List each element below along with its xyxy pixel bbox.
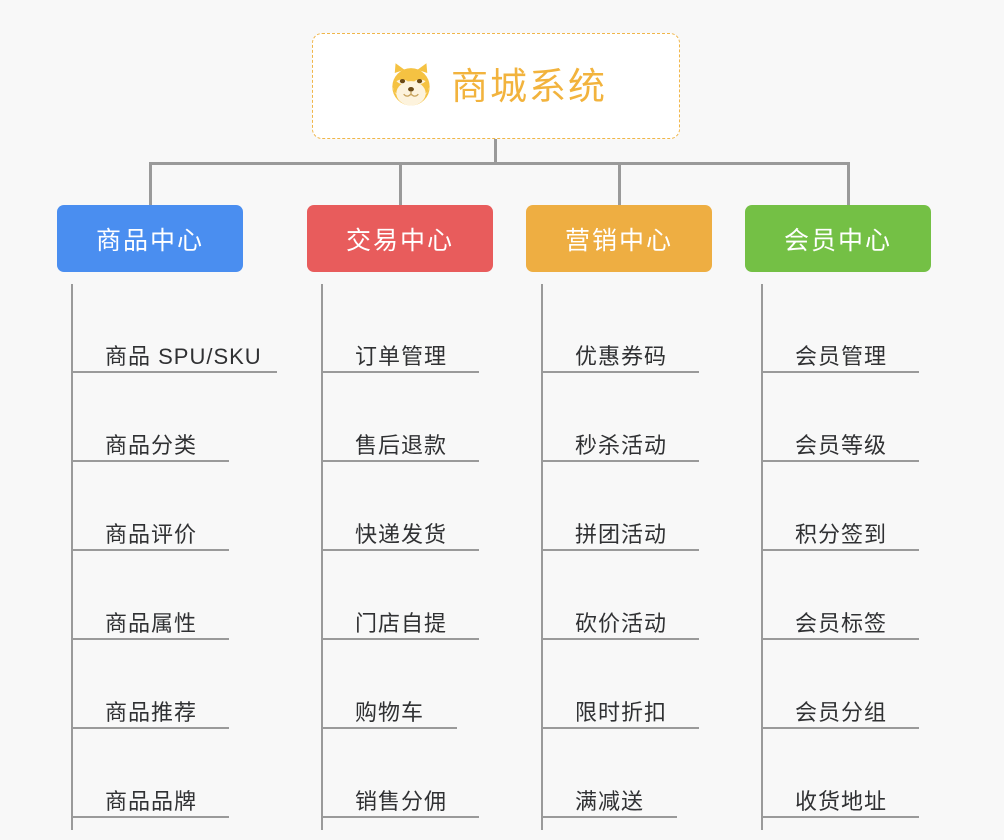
category-label-1: 交易中心: [345, 226, 454, 255]
category-node-3[interactable]: 会员中心: [745, 205, 931, 272]
sub-item[interactable]: 收货地址: [763, 729, 919, 818]
sub-item-label: 限时折扣: [575, 700, 668, 725]
sub-item-label: 商品分类: [105, 433, 198, 458]
sub-item-label: 商品 SPU/SKU: [105, 344, 262, 369]
sub-item[interactable]: 快递发货: [323, 462, 479, 551]
sub-item[interactable]: 砍价活动: [543, 551, 699, 640]
shiba-dog-face-icon: [392, 63, 430, 106]
column-spine-1: [321, 284, 323, 830]
sub-item-label: 订单管理: [355, 344, 448, 369]
sub-item-label: 拼团活动: [575, 522, 668, 547]
sub-item[interactable]: 满减送: [543, 729, 677, 818]
column-spine-3: [761, 284, 763, 830]
sub-item-label: 优惠券码: [575, 344, 668, 369]
sub-item[interactable]: 会员管理: [763, 284, 919, 373]
sub-item-label: 商品评价: [105, 522, 198, 547]
sub-item[interactable]: 购物车: [323, 640, 457, 729]
sub-item[interactable]: 商品评价: [73, 462, 229, 551]
sub-item-label: 积分签到: [795, 522, 888, 547]
sub-item[interactable]: 售后退款: [323, 373, 479, 462]
category-label-2: 营销中心: [564, 226, 673, 255]
sub-item-label: 秒杀活动: [575, 433, 668, 458]
connector-drop-3: [618, 162, 621, 207]
connector-drop-2: [399, 162, 402, 207]
sub-item-label: 销售分佣: [355, 789, 448, 814]
sub-item[interactable]: 订单管理: [323, 284, 479, 373]
sub-item-label: 满减送: [575, 789, 645, 814]
category-label-0: 商品中心: [95, 226, 204, 255]
column-spine-0: [71, 284, 73, 830]
sub-item[interactable]: 限时折扣: [543, 640, 699, 729]
sub-item[interactable]: 拼团活动: [543, 462, 699, 551]
sub-item-label: 会员等级: [795, 433, 888, 458]
sub-item-label: 售后退款: [355, 433, 448, 458]
sub-item-label: 商品推荐: [105, 700, 198, 725]
sub-item[interactable]: 积分签到: [763, 462, 919, 551]
sub-item[interactable]: 商品推荐: [73, 640, 229, 729]
connector-horizontal-bus: [149, 162, 849, 165]
sub-item[interactable]: 优惠券码: [543, 284, 699, 373]
sub-item-label: 会员管理: [795, 344, 888, 369]
sub-item[interactable]: 门店自提: [323, 551, 479, 640]
sub-item-label: 砍价活动: [575, 611, 668, 636]
sub-item[interactable]: 会员标签: [763, 551, 919, 640]
category-node-0[interactable]: 商品中心: [57, 205, 243, 272]
sub-item-label: 商品属性: [105, 611, 198, 636]
sub-item[interactable]: 商品属性: [73, 551, 229, 640]
category-node-1[interactable]: 交易中心: [307, 205, 493, 272]
sub-item-label: 会员标签: [795, 611, 888, 636]
connector-drop-4: [847, 162, 850, 207]
category-label-3: 会员中心: [783, 226, 892, 255]
sub-item[interactable]: 销售分佣: [323, 729, 479, 818]
sub-item-label: 商品品牌: [105, 789, 198, 814]
sub-item-label: 会员分组: [795, 700, 888, 725]
sub-item[interactable]: 商品品牌: [73, 729, 229, 818]
sub-item-label: 门店自提: [355, 611, 448, 636]
sub-item[interactable]: 会员等级: [763, 373, 919, 462]
sub-item-label: 快递发货: [355, 522, 448, 547]
root-title: 商城系统: [451, 65, 607, 107]
sub-item-label: 购物车: [355, 700, 425, 725]
sub-item-label: 收货地址: [795, 789, 888, 814]
sub-item[interactable]: 秒杀活动: [543, 373, 699, 462]
connector-root-stem: [494, 139, 497, 165]
column-spine-2: [541, 284, 543, 830]
sub-item[interactable]: 商品分类: [73, 373, 229, 462]
sub-item[interactable]: 商品 SPU/SKU: [73, 284, 277, 373]
category-node-2[interactable]: 营销中心: [526, 205, 712, 272]
connector-drop-1: [149, 162, 152, 207]
sub-item[interactable]: 会员分组: [763, 640, 919, 729]
root-node-mall-system[interactable]: 商城系统: [312, 33, 680, 139]
